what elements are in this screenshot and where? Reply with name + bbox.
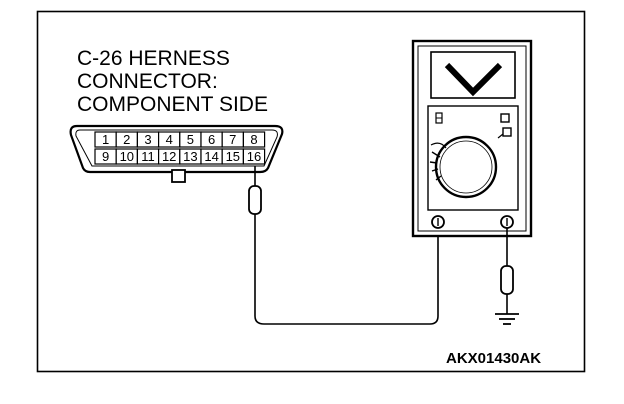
pin-label-5: 5 [187,132,194,147]
range-switch-right-bottom [502,127,512,137]
ground-lead [495,228,519,325]
test-lead-wire [254,222,439,325]
back-probe [248,166,262,222]
pin-label-6: 6 [208,132,215,147]
pin-label-8: 8 [250,132,257,147]
title-line-1: C-26 HERNESS [77,47,230,70]
pin-label-3: 3 [144,132,151,147]
voltmeter [411,39,533,238]
pin-label-9: 9 [102,149,109,164]
pin-label-14: 14 [204,149,218,164]
ground-symbol-icon [495,313,519,325]
figure-border [36,10,586,373]
range-switch-right-top [500,113,510,123]
pin-label-12: 12 [162,149,176,164]
pin-label-16: 16 [247,149,261,164]
volt-mode-symbol [444,62,503,97]
pin-label-2: 2 [123,132,130,147]
pin-cell-16 [242,148,266,165]
connector-lock-tab [171,169,186,183]
pin-label-15: 15 [226,149,240,164]
pin-label-10: 10 [120,149,134,164]
figure-code: AKX01430AK [446,350,541,367]
connector-inner-outline [75,129,278,167]
meter-body-inner [417,45,527,232]
title-line-2: CONNECTOR: [77,70,218,93]
title-line-3: COMPONENT SIDE [77,93,268,116]
pin-label-4: 4 [166,132,173,147]
dial-ticks [429,151,442,181]
pin-label-1: 1 [102,132,109,147]
rotary-dial [434,135,498,199]
pin-label-7: 7 [229,132,236,147]
pin-label-13: 13 [183,149,197,164]
pin-label-11: 11 [141,149,155,164]
pin-cell-8 [242,131,266,148]
